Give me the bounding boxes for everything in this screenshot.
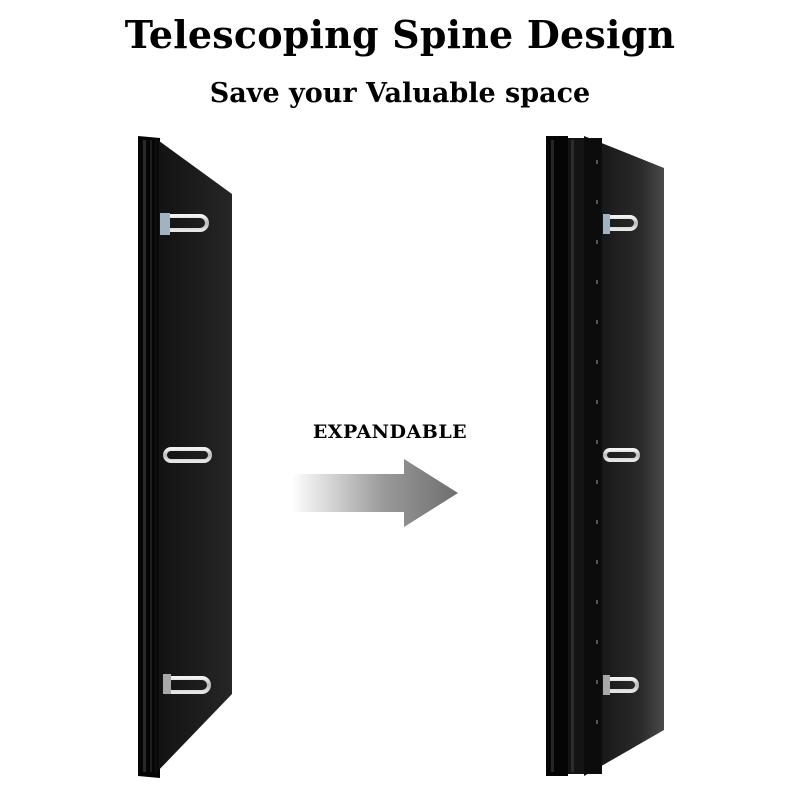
ring-mechanism-icon — [163, 447, 212, 463]
ring-mechanism-icon — [603, 214, 638, 234]
ring-mechanism-icon — [160, 213, 209, 235]
ring-mechanism-icon — [163, 674, 211, 694]
expandable-label: EXPANDABLE — [312, 421, 468, 443]
ring-mechanism-icon — [603, 448, 640, 462]
binder-collapsed-image — [138, 136, 232, 778]
arrow-right-icon — [292, 459, 458, 527]
page-subtitle: Save your Valuable space — [209, 78, 591, 109]
ring-mechanism-icon — [603, 675, 639, 695]
binder-expanded-image — [546, 136, 664, 776]
page-title: Telescoping Spine Design — [124, 12, 676, 57]
